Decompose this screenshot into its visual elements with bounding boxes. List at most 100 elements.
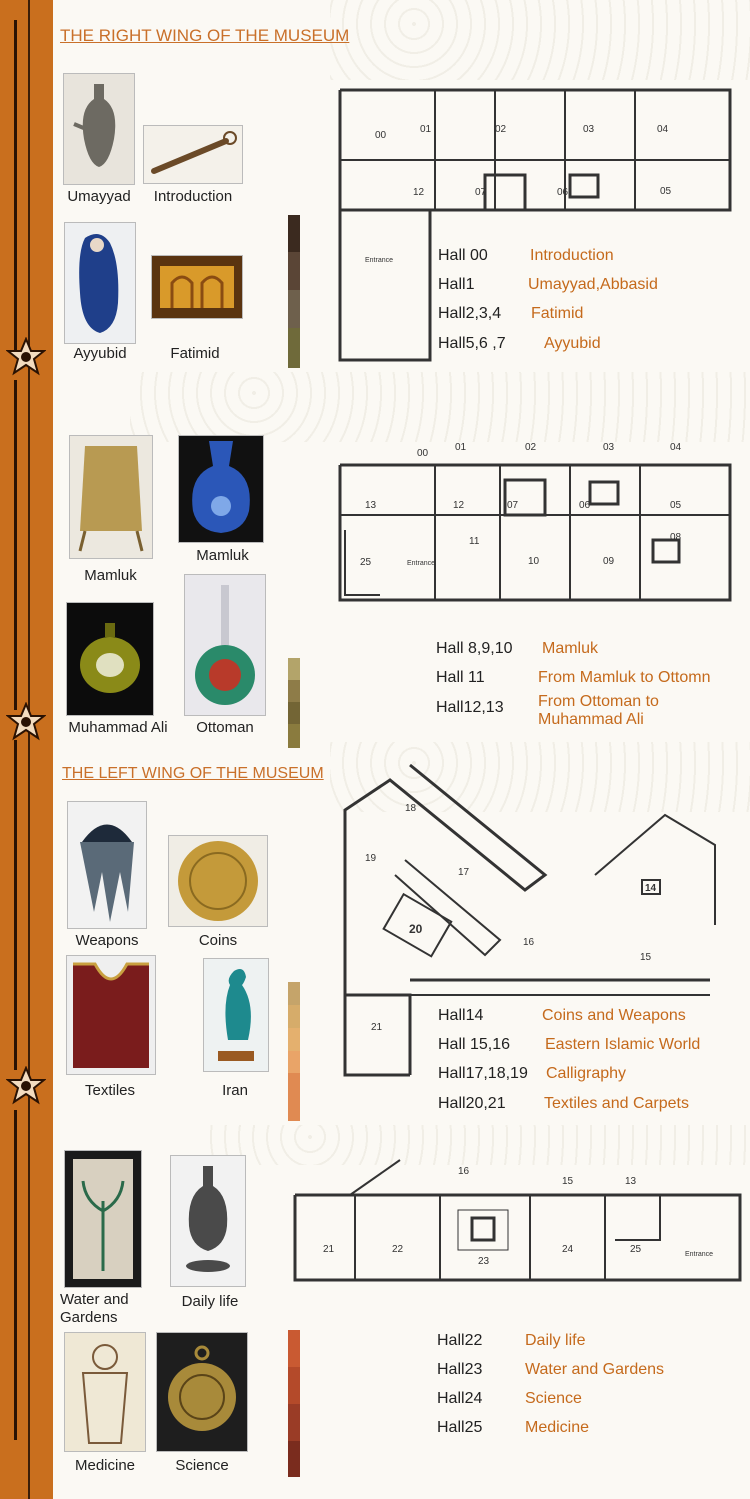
plan-label: 18 <box>405 803 417 814</box>
caption-ayyubid: Ayyubid <box>73 345 127 362</box>
plan-label: 02 <box>495 124 507 135</box>
calligraphy-ornament <box>14 1110 47 1440</box>
plan-label: 06 <box>557 187 569 198</box>
star-rosette-icon <box>6 337 46 376</box>
artifact-image-muhammad-ali <box>66 602 154 716</box>
color-swatch <box>288 215 300 252</box>
hall-number: Hall25 <box>437 1419 483 1436</box>
plan-label-entrance: Entrance <box>685 1251 713 1258</box>
plan-label: 24 <box>562 1244 574 1255</box>
hall-name: Introduction <box>530 247 614 264</box>
color-swatch <box>288 724 300 748</box>
caption-fatimid: Fatimid <box>170 345 220 362</box>
caption-water-and-gardens: Water and Gardens <box>60 1291 129 1326</box>
color-swatch <box>288 1073 300 1121</box>
plan-label: 00 <box>417 448 429 459</box>
caption-medicine: Medicine <box>74 1457 136 1474</box>
plan-label: 01 <box>420 124 432 135</box>
plan-label: 05 <box>660 186 672 197</box>
color-swatch <box>288 328 300 368</box>
hall-number: Hall17,18,19 <box>438 1065 528 1082</box>
artifact-image-ayyubid <box>64 222 136 344</box>
plan-label: 12 <box>453 500 465 511</box>
hall-number: Hall20,21 <box>438 1095 506 1112</box>
caption-introduction: Introduction <box>153 188 233 205</box>
plan-label: 09 <box>603 556 615 567</box>
caption-mamluk: Mamluk <box>84 567 137 584</box>
plan-label-entrance: Entrance <box>407 560 435 567</box>
plan-label: 13 <box>365 500 377 511</box>
plan-label: 22 <box>392 1244 404 1255</box>
caption-ottoman: Ottoman <box>196 719 254 736</box>
floor-plan-right-wing: 00 01 02 03 04 05 06 07 12 Entrance <box>338 88 732 362</box>
hall-number: Hall12,13 <box>436 699 504 716</box>
plan-label: 11 <box>469 536 480 547</box>
artifact-image-weapons <box>67 801 147 929</box>
decorative-sidebar <box>0 0 53 1499</box>
plan-label: 17 <box>458 867 470 878</box>
artifact-image-coins <box>168 835 268 927</box>
geometric-pattern <box>330 0 750 80</box>
hall-number: Hall1 <box>438 276 475 293</box>
plan-label: 03 <box>583 124 595 135</box>
hall-number: Hall23 <box>437 1361 483 1378</box>
artifact-image-medicine <box>64 1332 146 1452</box>
section-title-left-wing: THE LEFT WING OF THE MUSEUM <box>62 765 324 782</box>
artifact-image-umayyad <box>63 73 135 185</box>
plan-label: 15 <box>640 952 652 963</box>
hall-number: Hall14 <box>438 1007 484 1024</box>
floor-plan-bottom: 16 15 13 21 22 23 24 25 Entrance <box>293 1159 742 1282</box>
color-swatch <box>288 1051 300 1073</box>
section-title-right-wing: THE RIGHT WING OF THE MUSEUM <box>60 26 350 45</box>
plan-label-entrance: Entrance <box>365 257 393 264</box>
plan-label: 16 <box>523 937 535 948</box>
hall-name: Daily life <box>525 1332 586 1349</box>
hall-number: Hall5,6 ,7 <box>438 335 506 352</box>
geometric-pattern <box>130 372 750 442</box>
plan-label: 12 <box>413 187 425 198</box>
hall-name: Medicine <box>525 1419 590 1436</box>
plan-label: 07 <box>507 500 519 511</box>
caption-weapons: Weapons <box>75 932 139 949</box>
plan-label: 04 <box>670 442 682 453</box>
hall-name: Mamluk <box>542 640 599 657</box>
color-swatch <box>288 658 300 680</box>
plan-label: 03 <box>603 442 615 453</box>
hall-name: Ayyubid <box>544 335 601 352</box>
hall-number: Hall 15,16 <box>438 1036 511 1053</box>
artifact-image-introduction <box>143 125 243 184</box>
plan-label: 10 <box>528 556 540 567</box>
plan-label: 25 <box>360 557 372 568</box>
color-swatch <box>288 1367 300 1404</box>
hall-name: Eastern Islamic World <box>545 1036 701 1053</box>
color-swatch <box>288 1005 300 1028</box>
geometric-pattern <box>330 742 750 812</box>
hall-name: Water and Gardens <box>525 1361 665 1378</box>
sidebar-divider <box>28 0 30 1499</box>
artifact-image-iran <box>203 958 269 1072</box>
color-swatch <box>288 1028 300 1051</box>
plan-label: 14 <box>645 883 657 894</box>
plan-label: 02 <box>525 442 537 453</box>
plan-label: 06 <box>579 500 591 511</box>
artifact-image-science <box>156 1332 248 1452</box>
calligraphy-ornament <box>14 20 47 350</box>
artifact-image-fatimid <box>151 255 243 319</box>
caption-science: Science <box>175 1457 229 1474</box>
color-swatch <box>288 982 300 1005</box>
caption-coins: Coins <box>198 932 238 949</box>
plan-label: 05 <box>670 500 682 511</box>
hall-name: Umayyad,Abbasid <box>528 276 658 293</box>
plan-label: 08 <box>670 532 682 543</box>
plan-label: 16 <box>458 1166 470 1177</box>
caption-iran: Iran <box>222 1082 248 1099</box>
artifact-image-water-and-gardens <box>64 1150 142 1288</box>
plan-label: 15 <box>562 1176 574 1187</box>
caption-textiles: Textiles <box>84 1082 136 1099</box>
hall-number: Hall 8,9,10 <box>436 640 513 657</box>
artifact-image-textiles <box>66 955 156 1075</box>
hall-number: Hall24 <box>437 1390 483 1407</box>
hall-number: Hall22 <box>437 1332 483 1349</box>
geometric-pattern <box>200 1125 750 1165</box>
color-swatch <box>288 680 300 702</box>
